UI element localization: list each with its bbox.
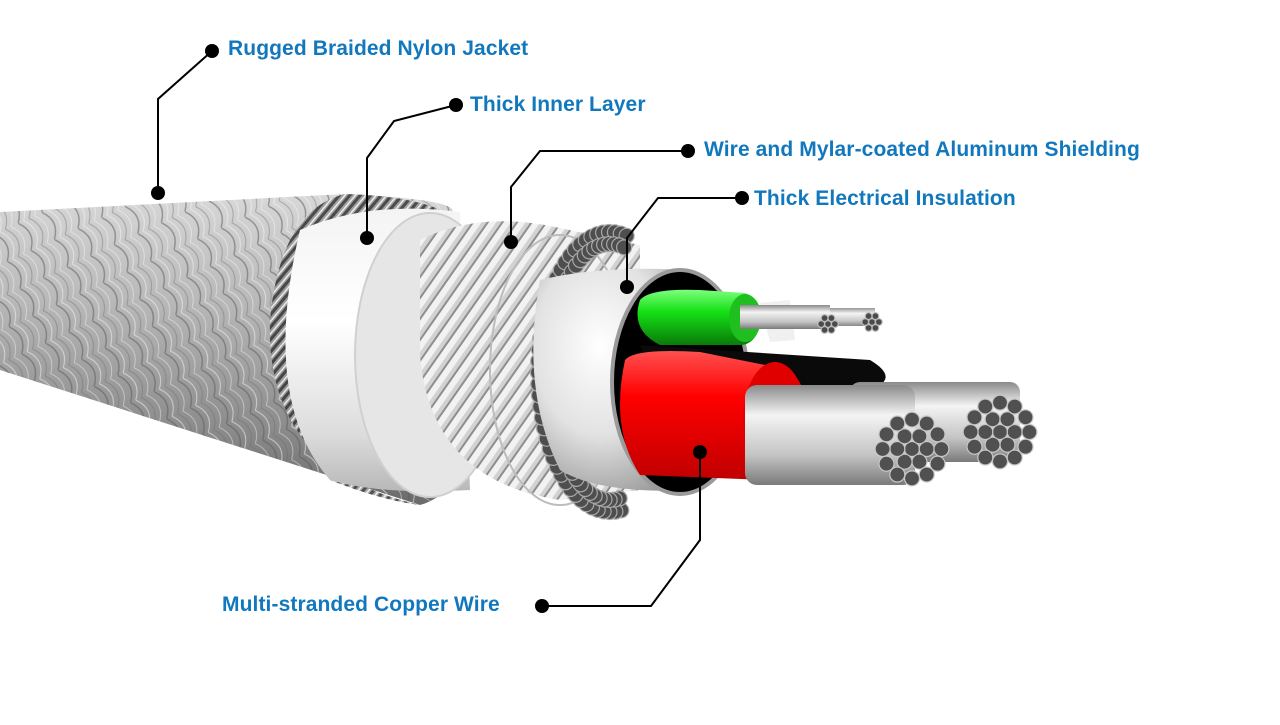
label-shielding: Wire and Mylar-coated Aluminum Shielding <box>704 138 1140 161</box>
copper-strand-end <box>878 455 895 472</box>
leader-line-shielding <box>510 150 688 242</box>
copper-strand-end <box>966 438 983 455</box>
copper-strand-end <box>977 449 994 466</box>
leader-line-inner-layer <box>366 104 457 238</box>
copper-strand-end <box>1006 398 1023 415</box>
copper-strand-end <box>911 428 928 445</box>
small-strand-end <box>871 312 880 321</box>
copper-strand-end <box>1021 423 1038 441</box>
small-strand-end <box>830 320 839 329</box>
small-strand-end <box>874 318 883 327</box>
callout-dot-jacket-label <box>205 44 219 58</box>
copper-strand-end <box>984 436 1001 453</box>
callout-dot-copper-target <box>693 445 707 459</box>
callout-dot-insulation-target <box>620 280 634 294</box>
leader-line-copper-wire <box>542 452 701 607</box>
copper-strand-end <box>896 453 913 470</box>
callout-dot-insulation-label <box>735 191 749 205</box>
callout-dot-shield-label <box>681 144 695 158</box>
small-strand-end <box>820 314 829 323</box>
label-braided-nylon-jacket: Rugged Braided Nylon Jacket <box>228 37 529 60</box>
small-strand-end <box>827 314 836 323</box>
small-strand-end <box>871 323 880 332</box>
copper-strand-end <box>903 470 921 487</box>
copper-strand-end <box>999 411 1016 428</box>
copper-strand-end <box>889 466 906 483</box>
copper-strand-end <box>1006 449 1023 466</box>
small-strand-end <box>864 312 873 321</box>
label-electrical-insulation: Thick Electrical Insulation <box>754 187 1016 210</box>
green-conductor <box>637 289 839 345</box>
leader-lines <box>157 50 742 607</box>
callout-dot-inner-label <box>449 98 463 112</box>
copper-strand-end <box>889 415 906 432</box>
small-strand-end <box>817 320 826 329</box>
small-strand-end <box>827 325 836 334</box>
label-thick-inner-layer: Thick Inner Layer <box>470 93 646 116</box>
copper-strand-end <box>929 455 946 472</box>
callout-dot-inner-target <box>360 231 374 245</box>
copper-strand-end <box>991 453 1009 470</box>
copper-strand-end <box>918 415 935 432</box>
copper-strand-end <box>966 409 983 426</box>
copper-strand-end <box>991 394 1009 411</box>
small-strand-end <box>820 325 829 334</box>
small-strand-end <box>864 323 873 332</box>
small-strand-end <box>861 318 870 327</box>
copper-strand-bundles <box>745 382 1038 487</box>
callout-dot-copper-label <box>535 599 549 613</box>
leader-line-jacket <box>157 50 213 193</box>
copper-strand-end <box>977 398 994 415</box>
copper-strand-end <box>933 440 950 458</box>
copper-strand-end <box>878 426 895 443</box>
copper-strand-end <box>1017 438 1034 455</box>
copper-strand-end <box>1017 409 1034 426</box>
copper-strand-end <box>918 466 935 483</box>
copper-strand-end <box>903 411 921 428</box>
callout-dot-jacket-target <box>151 186 165 200</box>
copper-strand-end <box>874 440 891 458</box>
copper-strand-end <box>929 426 946 443</box>
label-copper-wire: Multi-stranded Copper Wire <box>222 593 500 616</box>
leader-line-insulation <box>626 197 742 287</box>
callout-dot-shield-target <box>504 235 518 249</box>
copper-strand-end <box>962 423 979 441</box>
leader-dots <box>151 44 749 613</box>
shield-strand-end <box>615 239 633 256</box>
